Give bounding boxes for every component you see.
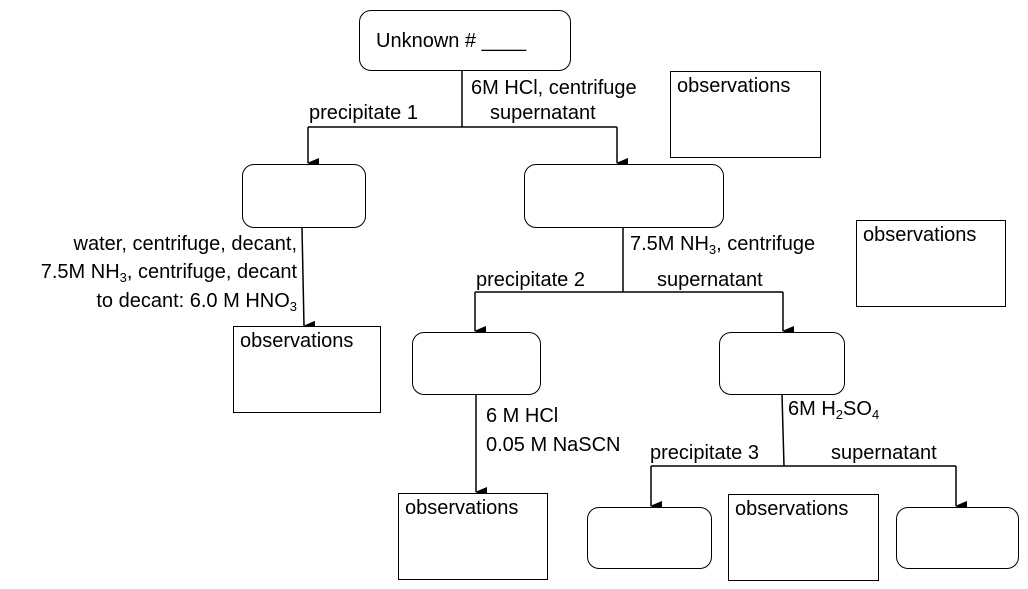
arrow-precipitate-1-observations: [301, 227, 316, 331]
observations-box-2: observations: [856, 220, 1006, 307]
stem-line-3: [781, 394, 785, 467]
step3-precipitate-label: precipitate 3: [650, 442, 759, 464]
precipitate2-treatment-line1: 6 M HCl: [486, 405, 559, 427]
supernatant-3-box: [896, 507, 1019, 569]
step1-precipitate-label: precipitate 1: [309, 102, 418, 124]
step2-reagent-label: 7.5M NH3, centrifuge: [630, 233, 816, 257]
precipitate-3-box: [587, 507, 712, 569]
observations-box-1: observations: [670, 71, 821, 158]
precipitate-2-box: [412, 332, 541, 395]
unknown-box: Unknown # ____: [359, 10, 571, 71]
observations-label: observations: [863, 224, 977, 246]
observations-label: observations: [735, 498, 849, 520]
unknown-label: Unknown # ____: [376, 30, 527, 52]
observations-box-5: observations: [728, 494, 879, 581]
step1-supernatant-label: supernatant: [490, 102, 596, 124]
observations-label: observations: [405, 497, 519, 519]
precipitate-1-box: [242, 164, 366, 228]
supernatant-2-box: [719, 332, 845, 395]
step2-supernatant-label: supernatant: [657, 269, 763, 291]
precipitate1-treatment-line2: 7.5M NH3, centrifuge, decant: [40, 261, 297, 285]
supernatant2-treatment-label: 6M H2SO4: [788, 398, 880, 422]
step1-reagent-label: 6M HCl, centrifuge: [471, 77, 637, 99]
supernatant-1-box: [524, 164, 724, 228]
observations-label: observations: [240, 330, 354, 352]
step2-precipitate-label: precipitate 2: [476, 269, 585, 291]
precipitate1-treatment-line3: to decant: 6.0 M HNO3: [96, 290, 297, 314]
precipitate2-treatment-line2: 0.05 M NaSCN: [486, 434, 621, 456]
observations-label: observations: [677, 75, 791, 97]
step3-supernatant-label: supernatant: [831, 442, 937, 464]
observations-box-3: observations: [233, 326, 381, 413]
observations-box-4: observations: [398, 493, 548, 580]
precipitate1-treatment-line1: water, centrifuge, decant,: [73, 233, 297, 255]
